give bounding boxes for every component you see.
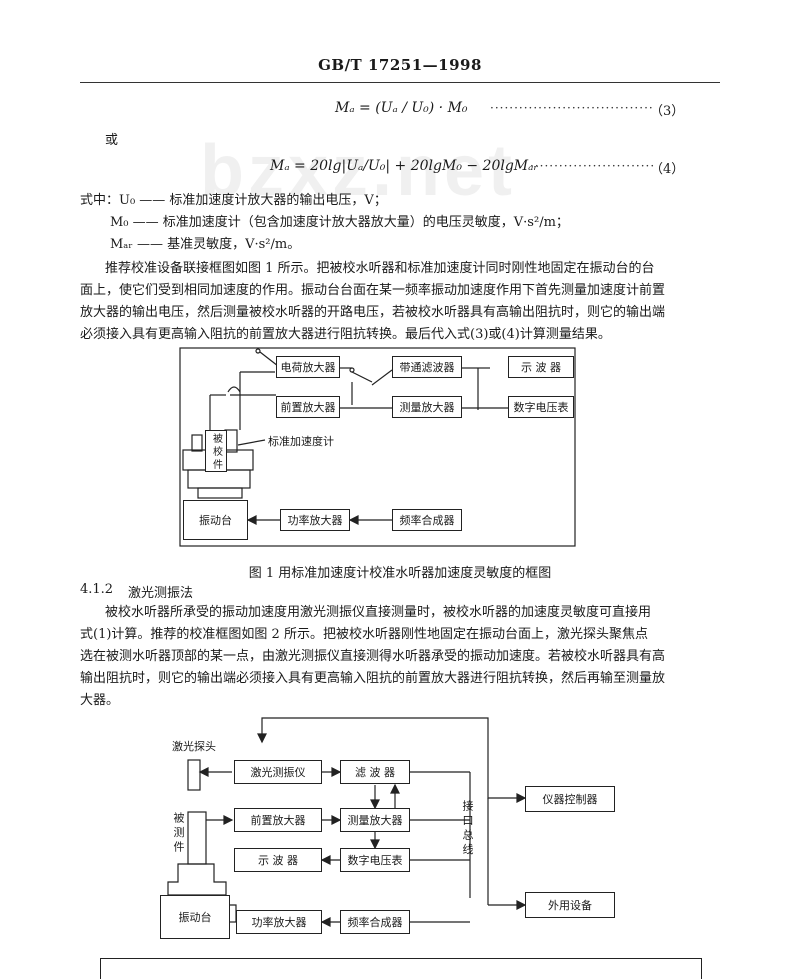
equation-number-3: （3）: [650, 104, 685, 119]
power-amplifier-box-2: 功率放大器: [236, 910, 322, 934]
paragraph-2-line-2: 式(1)计算。推荐的校准框图如图 2 所示。把被校水听器刚性地固定在振动台面上，…: [80, 627, 648, 642]
paragraph-2-line-3: 选在被测水听器顶部的某一点，由激光测振仪直接测得水听器承受的振动加速度。若被校水…: [80, 649, 666, 664]
preamplifier-box: 前置放大器: [276, 396, 340, 418]
instrument-controller-box: 仪器控制器: [525, 786, 615, 812]
paragraph-2-line-5: 大器。: [80, 693, 120, 708]
preamplifier-box-2: 前置放大器: [234, 808, 322, 832]
definition-u0: 式中：U₀ —— 标准加速度计放大器的输出电压，V；: [80, 193, 387, 208]
digital-voltmeter-box-2: 数字电压表: [340, 848, 410, 872]
formula-4: Mₐ = 20lg|Uₐ/U₀| + 20lgM₀ − 20lgMₐᵣ: [270, 158, 539, 174]
header-rule: [80, 82, 720, 83]
frequency-synthesizer-box: 频率合成器: [392, 509, 462, 531]
leader-dots-4: ··························: [530, 159, 656, 173]
dut-label: 被 测 件: [172, 812, 185, 852]
standard-accelerometer-label: 标准加速度计: [268, 435, 334, 448]
definition-m0: M₀ —— 标准加速度计（包含加速度计放大器放大量）的电压灵敏度，V·s²/m；: [110, 215, 569, 230]
watermark: bzxz.net: [200, 131, 517, 211]
interface-bus-label: 接 口 总 线: [461, 800, 474, 855]
paragraph-1-line-3: 放大器的输出电压，然后测量被校水听器的开路电压，若被校水听器具有高输出阻抗时，则…: [80, 305, 666, 320]
digital-voltmeter-box: 数字电压表: [508, 396, 574, 418]
oscilloscope-box-2: 示 波 器: [234, 848, 322, 872]
filter-box: 滤 波 器: [340, 760, 410, 784]
oscilloscope-box: 示 波 器: [508, 356, 574, 378]
shaker-box-2: 振动台: [160, 895, 230, 939]
measuring-amplifier-box: 测量放大器: [392, 396, 462, 418]
bottom-frame: [100, 958, 702, 979]
or-word: 或: [105, 133, 119, 148]
frequency-synthesizer-box-2: 频率合成器: [340, 910, 410, 934]
paragraph-2-line-4: 输出阻抗时，则它的输出端必须接入具有更高输入阻抗的前置放大器进行阻抗转换，然后再…: [80, 671, 666, 686]
bandpass-filter-box: 带通滤波器: [392, 356, 462, 378]
figure-1-caption: 图 1 用标准加速度计校准水听器加速度灵敏度的框图: [248, 566, 552, 581]
formula-3: Mₐ = (Uₐ / U₀) · M₀: [335, 100, 468, 116]
hydrophone-under-test: 被 校 件: [205, 430, 227, 472]
section-title: 激光测振法: [128, 586, 194, 601]
equation-number-4: （4）: [650, 162, 685, 177]
definition-mar: Mₐᵣ —— 基准灵敏度，V·s²/m。: [110, 237, 301, 252]
shaker-box: 振动台: [183, 500, 248, 540]
laser-probe-label: 激光探头: [172, 740, 216, 753]
paragraph-1-line-2: 面上，使它们受到相同加速度的作用。振动台台面在某一频率振动加速度作用下首先测量加…: [80, 283, 666, 298]
standard-header: GB/T 17251—1998: [318, 56, 482, 74]
paragraph-1-line-4: 必须接入具有更高输入阻抗的前置放大器进行阻抗转换。最后代入式(3)或(4)计算测…: [80, 327, 611, 342]
section-number: 4.1.2: [80, 582, 114, 597]
peripheral-device-box: 外用设备: [525, 892, 615, 918]
measuring-amplifier-box-2: 测量放大器: [340, 808, 410, 832]
charge-amplifier-box: 电荷放大器: [276, 356, 340, 378]
leader-dots-3: ··································: [490, 101, 654, 115]
paragraph-2-line-1: 被校水听器所承受的振动加速度用激光测振仪直接测量时，被校水听器的加速度灵敏度可直…: [105, 605, 652, 620]
paragraph-1-line-1: 推荐校准设备联接框图如图 1 所示。把被校水听器和标准加速度计同时刚性地固定在振…: [105, 261, 655, 276]
power-amplifier-box: 功率放大器: [280, 509, 350, 531]
laser-vibrometer-box: 激光测振仪: [234, 760, 322, 784]
